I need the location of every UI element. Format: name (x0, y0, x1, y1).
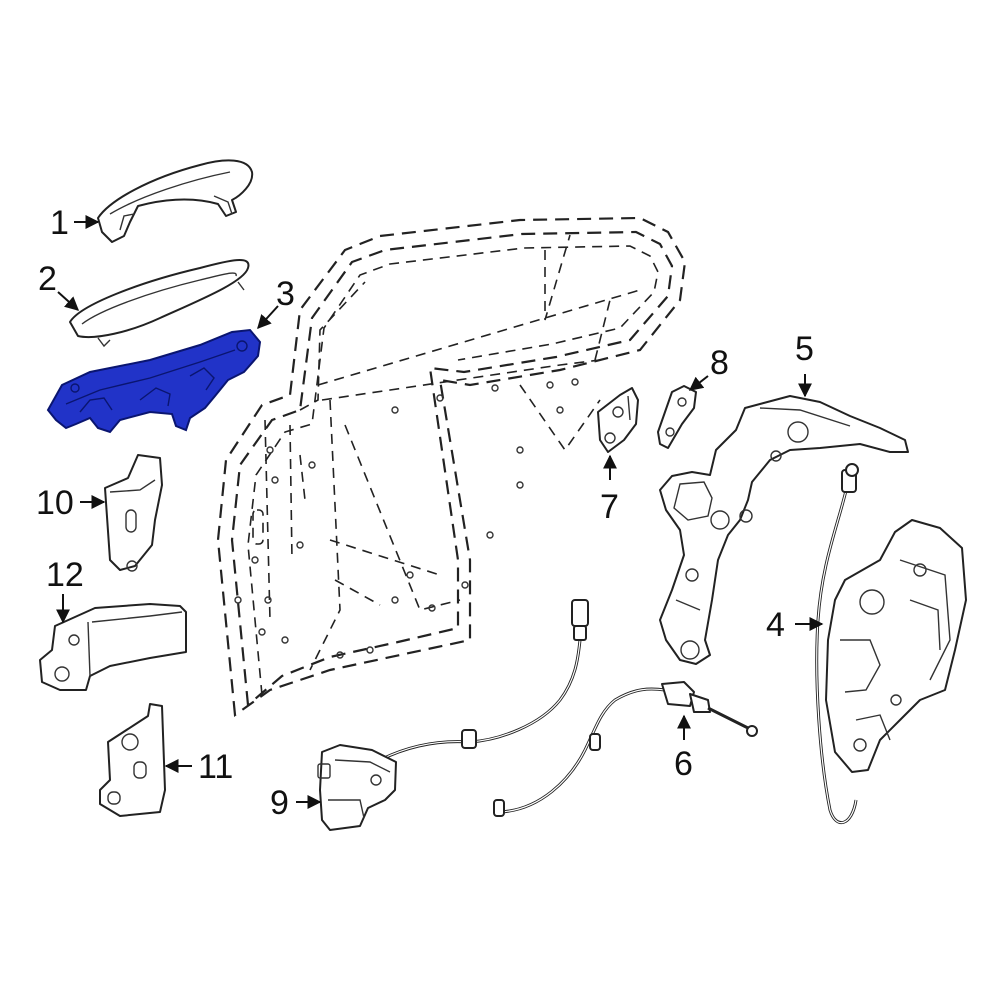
part-11-lock-plate (99, 703, 166, 817)
part-5-reinforcement-bracket (659, 395, 909, 665)
part-2-handle-gasket (69, 259, 250, 348)
callout-5: 5 (795, 330, 814, 368)
part-10-bracket (104, 454, 163, 572)
callout-labels: 1 2 3 4 5 6 7 8 9 10 11 12 (36, 204, 814, 822)
callout-9: 9 (270, 784, 289, 822)
leader-lines (56, 215, 824, 809)
part-3-handle-carrier-highlighted (46, 328, 262, 434)
callout-1: 1 (50, 204, 69, 242)
part-6-release-cable (493, 681, 758, 817)
part-9-lock-actuator (317, 599, 589, 831)
callout-7: 7 (600, 488, 619, 526)
callout-12: 12 (46, 556, 84, 594)
callout-8: 8 (710, 344, 729, 382)
part-1-outside-handle (97, 159, 254, 243)
callout-4: 4 (766, 606, 785, 644)
part-4-door-latch (815, 463, 967, 824)
callout-6: 6 (674, 745, 693, 783)
door-frame-outline (216, 216, 687, 718)
callout-3: 3 (276, 275, 295, 313)
part-8-plate (657, 385, 697, 449)
part-7-striker-bracket (597, 387, 639, 453)
callout-10: 10 (36, 484, 74, 522)
callout-2: 2 (38, 260, 57, 298)
part-12-handle-bezel (39, 603, 187, 691)
callout-11: 11 (198, 748, 233, 786)
